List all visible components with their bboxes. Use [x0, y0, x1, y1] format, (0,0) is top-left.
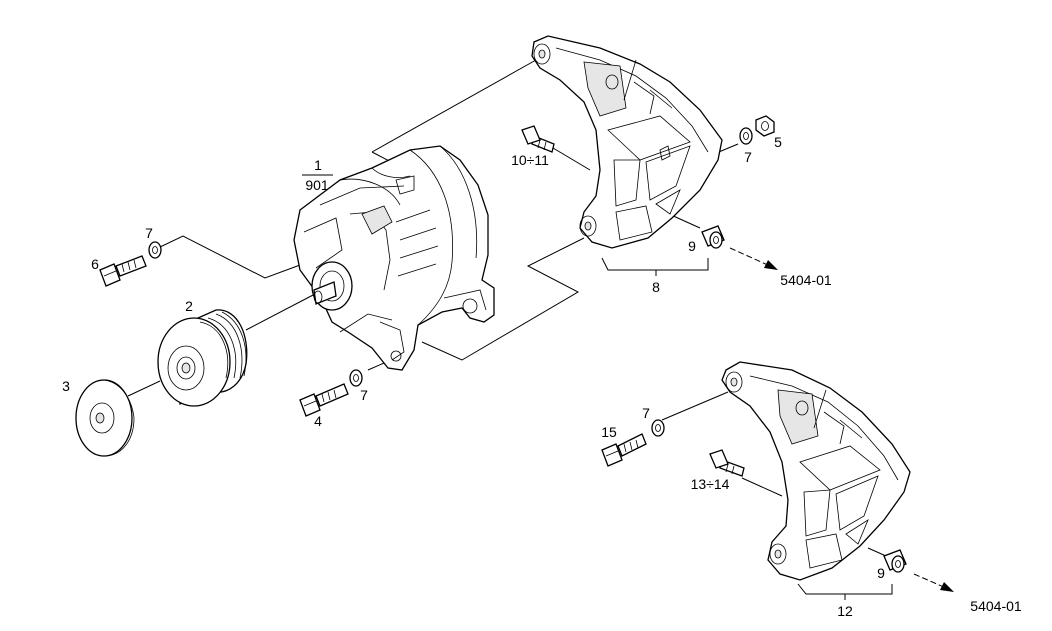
label-bolt-13-14: 13÷14	[691, 476, 730, 492]
label-bushing-9-upper: 9	[688, 238, 696, 254]
label-bolt-10-11: 10÷11	[511, 152, 549, 168]
bolt-6	[99, 255, 147, 287]
label-bolt-6: 6	[91, 256, 99, 272]
label-alternator-variant: 901	[305, 177, 329, 193]
washer-7-left	[148, 241, 162, 259]
washer-7-right	[651, 419, 665, 437]
label-reference-upper: 5404-01	[780, 272, 832, 288]
label-bolt-4: 4	[314, 413, 322, 429]
bolt-15	[601, 433, 647, 467]
label-bracket-12: 12	[837, 603, 853, 619]
bracket-upper	[531, 35, 723, 249]
label-alternator-number: 1	[314, 157, 322, 173]
label-washer-7-left: 7	[145, 225, 153, 241]
label-washer-7-lower: 7	[360, 387, 368, 403]
label-pulley: 2	[185, 298, 193, 314]
label-cover: 3	[62, 378, 70, 394]
pulley-cover	[75, 379, 135, 457]
bushing-9-upper	[701, 225, 725, 249]
reference-arrow-lower	[913, 573, 954, 592]
reference-arrow-upper	[729, 247, 778, 270]
label-nut-5: 5	[774, 134, 782, 150]
label-bushing-9-lower: 9	[877, 565, 885, 581]
alternator	[293, 145, 495, 371]
label-washer-7-upper: 7	[744, 149, 752, 165]
washer-7-lower	[349, 369, 363, 387]
label-reference-lower: 5404-01	[970, 598, 1022, 614]
nut-5	[755, 115, 775, 137]
bolt-4	[299, 383, 349, 417]
label-bracket-8: 8	[652, 279, 660, 295]
bracket-lower	[721, 361, 911, 581]
washer-7-upper	[739, 127, 753, 145]
bolt-13-14	[709, 449, 745, 477]
bushing-9-lower	[883, 549, 907, 573]
callout-labels: 1 901 2 3 4 5 6 7 7 7 7 8 9 9 10÷11 12 1…	[62, 134, 1022, 619]
bolt-10-11	[521, 125, 555, 153]
label-bolt-15: 15	[601, 424, 617, 440]
pulley	[157, 309, 248, 407]
label-washer-7-right: 7	[642, 405, 650, 421]
